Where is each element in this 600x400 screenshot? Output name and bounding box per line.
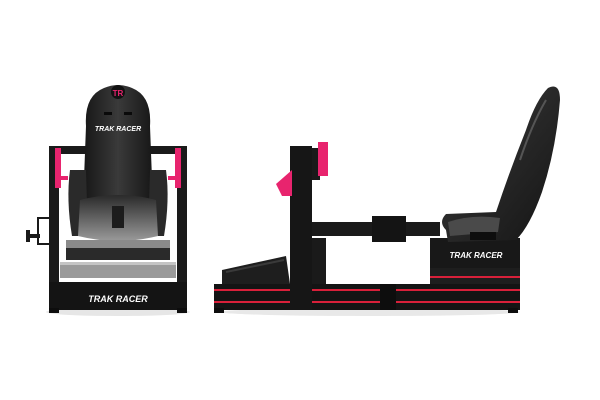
front-pedal-plate-highlight <box>60 262 176 265</box>
side-lower-support <box>312 238 326 284</box>
side-seat-mount <box>470 232 496 240</box>
side-beam-clamp <box>372 216 406 242</box>
side-seat-base <box>430 238 520 268</box>
front-seat-slider <box>66 240 170 250</box>
front-seat-base <box>66 248 170 260</box>
front-pedal-plate <box>60 262 176 278</box>
front-right-upright <box>177 146 187 310</box>
side-rail-stripe-top <box>214 289 520 291</box>
shifter-knob <box>26 230 30 242</box>
side-base-brand: TRAK RACER <box>450 251 503 260</box>
front-seat-brand: TRAK RACER <box>95 126 141 133</box>
side-rail-stripe-bottom <box>214 301 520 303</box>
side-base-rail <box>214 284 520 310</box>
front-view-cockpit: TR TRAK RACER TRAK RACER <box>26 85 190 316</box>
front-right-mount <box>175 148 181 188</box>
front-left-mount <box>55 148 61 188</box>
front-seat-crotch-strap <box>112 206 124 228</box>
side-wheel-mount-plate <box>312 148 320 180</box>
side-wheel-mount-bracket <box>318 142 328 176</box>
side-shifter-bracket <box>276 170 292 196</box>
side-seat-back-edge <box>519 99 547 161</box>
front-left-mount-tab <box>60 176 68 180</box>
side-foot-rear <box>508 308 518 313</box>
front-left-upright <box>49 146 59 310</box>
front-right-mount-tab <box>168 176 176 180</box>
shifter-arm <box>28 234 40 238</box>
side-seat-cushion <box>448 216 500 236</box>
harness-slot-left <box>104 112 112 115</box>
front-foot-left <box>49 308 59 313</box>
side-foot-front <box>214 308 224 313</box>
front-base-brand: TRAK RACER <box>88 294 148 304</box>
side-rail-joint <box>380 284 396 310</box>
seat-logo-icon: TR <box>113 89 124 98</box>
harness-slot-right <box>124 112 132 115</box>
side-seat-shell <box>442 86 560 242</box>
side-seat-slider-stripe <box>430 276 520 278</box>
front-bottom-base <box>49 282 187 310</box>
seat-logo-ring <box>111 85 125 99</box>
front-foot-right <box>177 308 187 313</box>
front-seat-back <box>82 85 154 232</box>
shifter-bracket <box>37 217 51 245</box>
side-view-cockpit: TRAK RACER <box>214 86 560 316</box>
side-pedal-deck-edge <box>225 259 285 273</box>
side-main-upright <box>290 146 312 310</box>
